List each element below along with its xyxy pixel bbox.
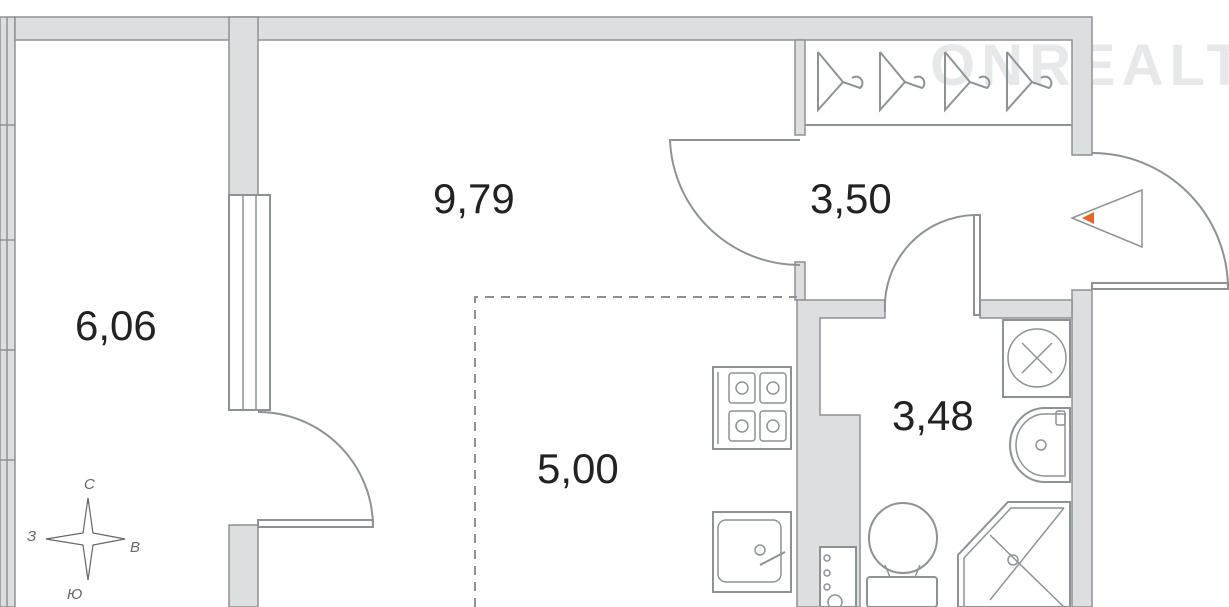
shower-icon xyxy=(957,501,1071,607)
door-left-room xyxy=(257,411,374,528)
entrance-door xyxy=(1070,152,1229,290)
area-label-kitchen: 5,00 xyxy=(537,445,619,492)
area-label-hallway: 3,50 xyxy=(810,175,892,222)
right-wall xyxy=(1071,289,1093,607)
stove-icon xyxy=(712,366,792,450)
toilet-icon xyxy=(866,502,938,607)
entrance-marker-icon xyxy=(1082,212,1094,224)
wardrobe xyxy=(794,39,1072,136)
partition-lower xyxy=(228,524,259,607)
compass-rose-icon: С В З Ю xyxy=(27,476,140,603)
kitchen-sink-icon xyxy=(712,511,792,593)
area-label-room-left: 6,06 xyxy=(75,302,157,349)
interior-window xyxy=(228,194,271,411)
entrance-arrow-icon xyxy=(1070,188,1143,249)
partition-upper xyxy=(228,16,259,196)
compass-north: С xyxy=(84,476,95,493)
door-bathroom xyxy=(883,214,981,316)
compass-west: З xyxy=(27,528,36,545)
top-wall xyxy=(14,16,1093,156)
left-window-wall xyxy=(0,16,16,607)
area-label-bathroom: 3,48 xyxy=(892,392,974,439)
compass-south: Ю xyxy=(67,586,82,603)
hanger-icon xyxy=(817,51,1053,113)
kitchen-zone-boundary xyxy=(474,296,797,607)
door-hallway-main xyxy=(668,139,806,301)
washing-machine-icon xyxy=(1002,319,1071,398)
washbasin-icon xyxy=(1009,407,1071,483)
compass-east: В xyxy=(130,539,140,556)
utility-panel-icon xyxy=(819,546,857,607)
area-label-room-main: 9,79 xyxy=(433,175,515,222)
bathroom-top-wall xyxy=(979,299,1073,319)
